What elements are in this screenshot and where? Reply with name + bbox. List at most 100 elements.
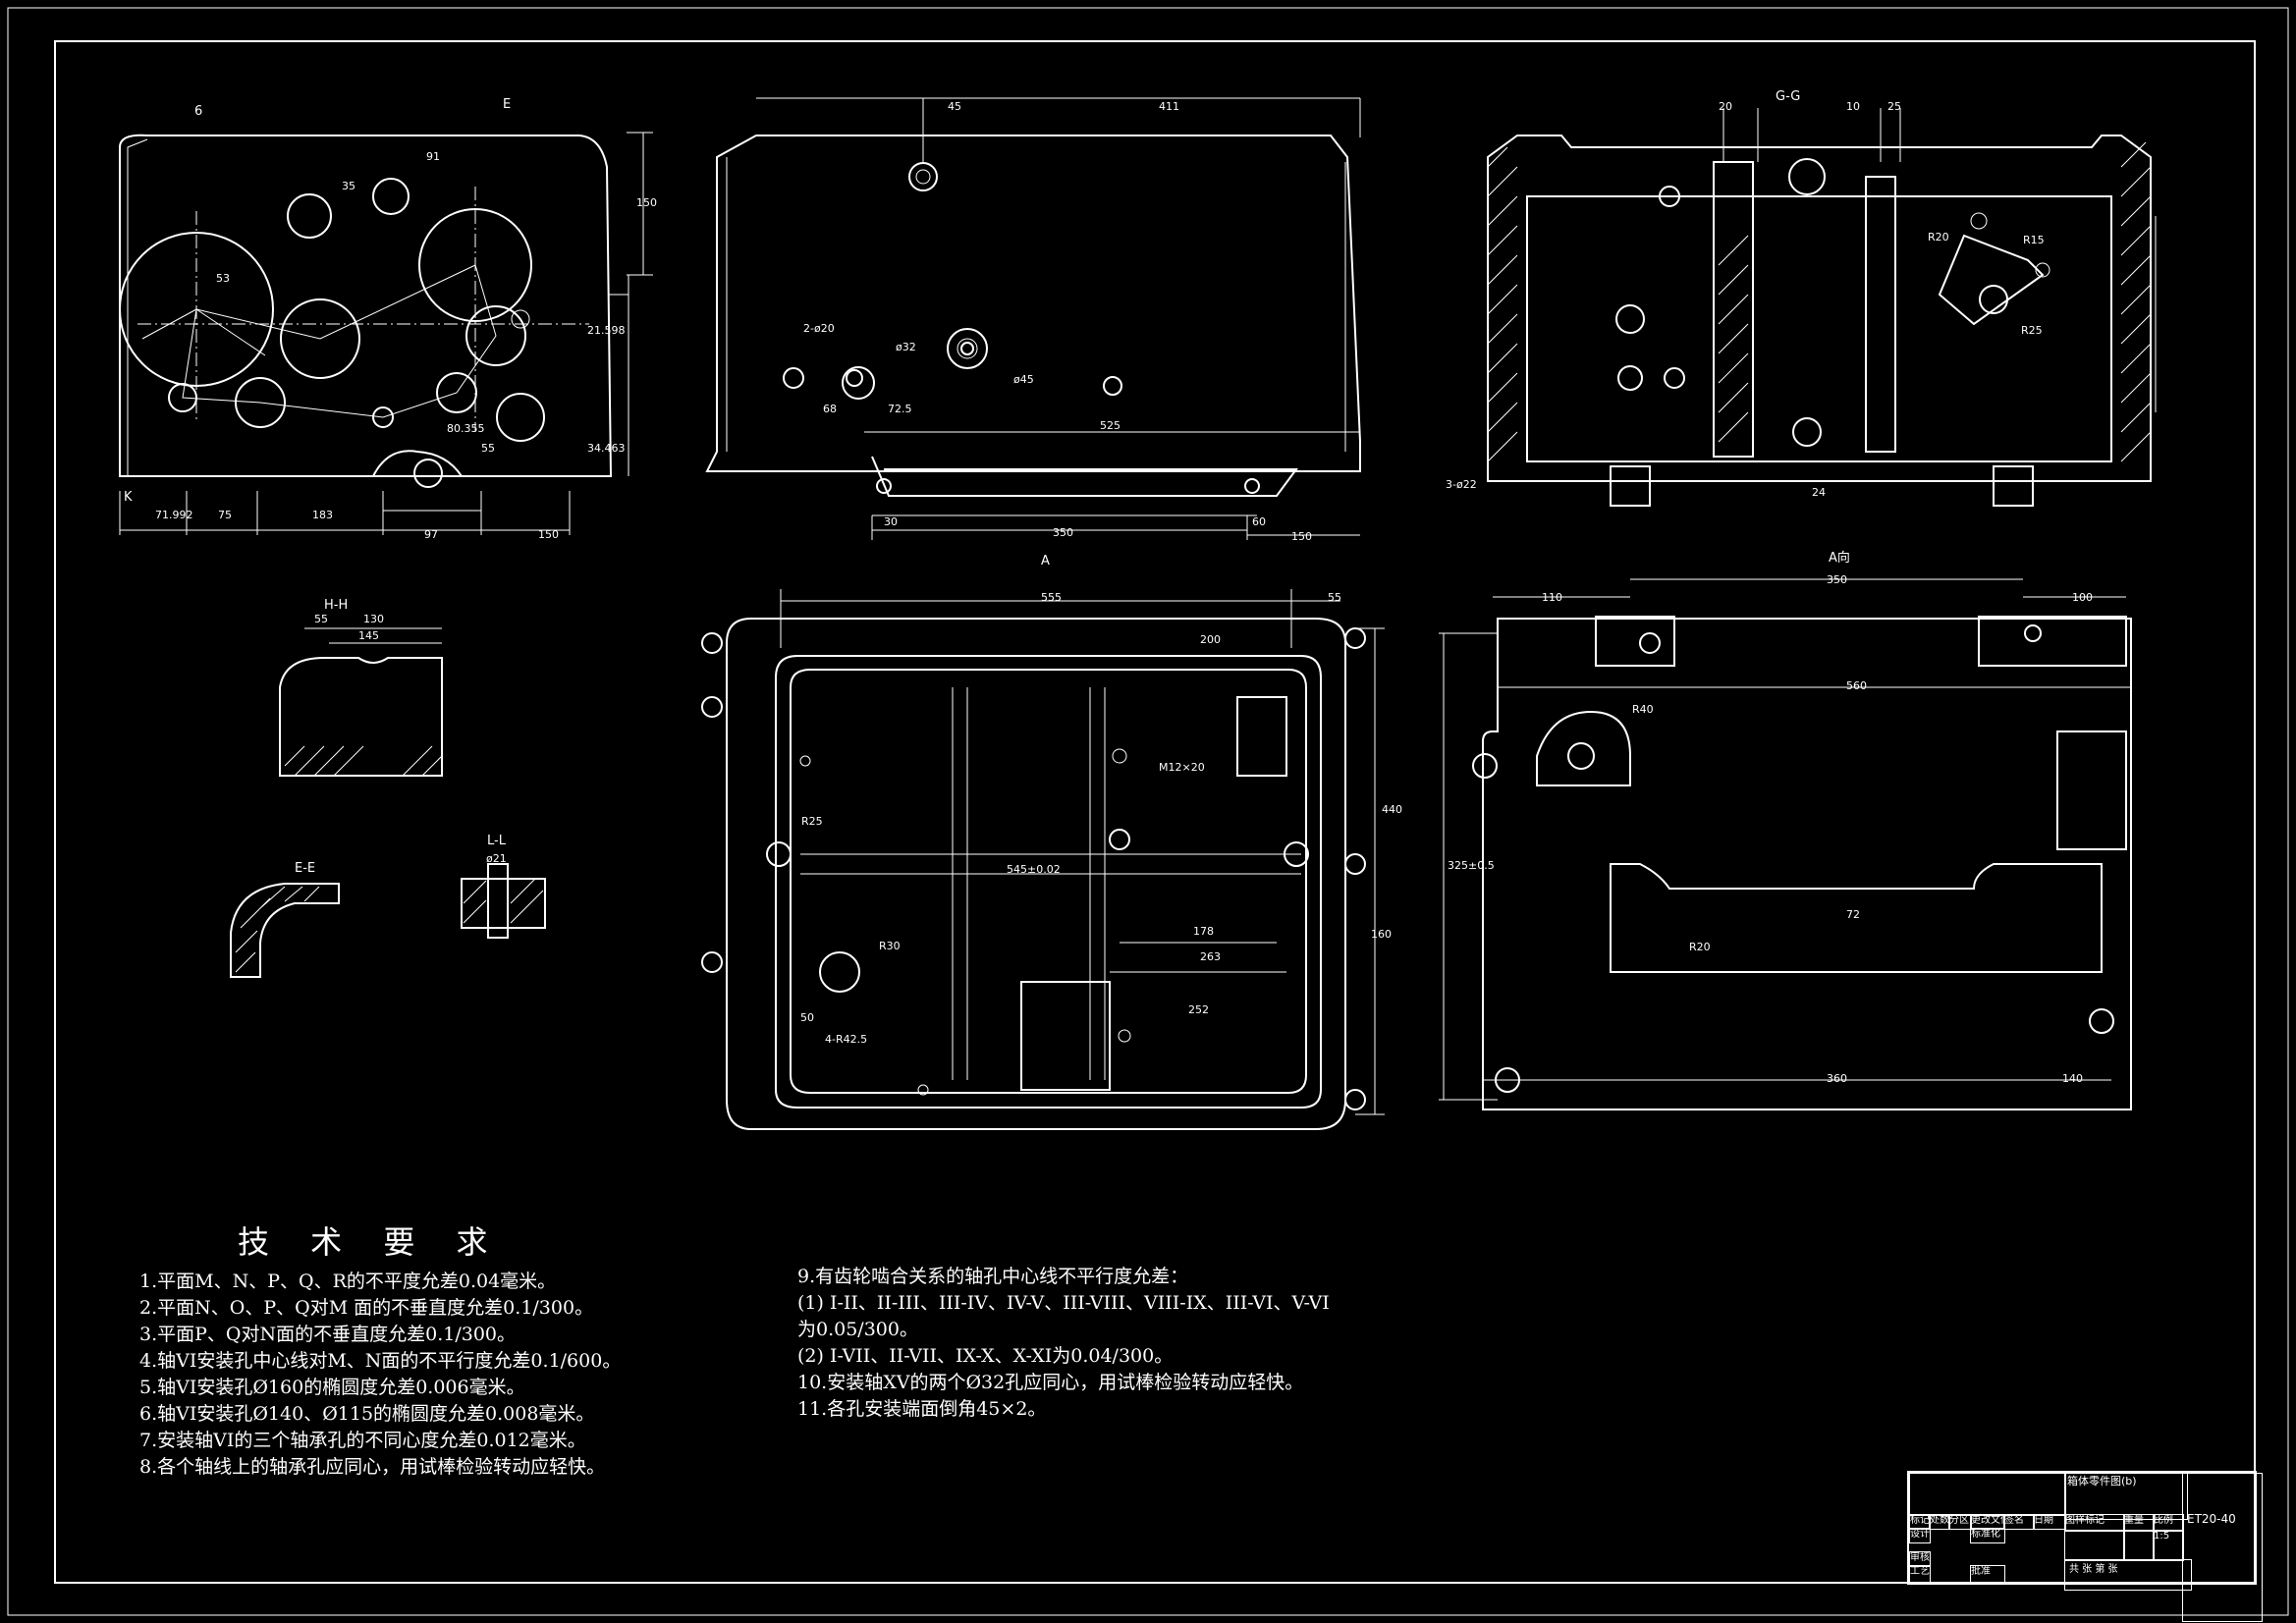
tb-stage-mark: 图样标记 [2064,1514,2125,1532]
dim-label: 25 [1887,100,1901,113]
dim-label: 252 [1188,1003,1209,1016]
dim-label: 45 [948,100,961,113]
dim-label: 150 [636,196,657,209]
dim-label: 545±0.02 [1007,863,1061,876]
section-e-e: E-E [230,861,340,978]
view-title-h-h: H-H [324,598,348,613]
view-front-shafts: 71.992 75 183 97 150 91 150 80.355 55 53… [119,97,657,541]
section-mark: K [124,490,133,505]
dim-label: 53 [216,272,230,285]
drawing-number: ET20-40 [2182,1473,2263,1622]
dim-label: R15 [2023,234,2045,246]
dim-label: 3-ø22 [1446,478,1477,491]
dim-label: 130 [363,613,384,625]
tb-standard: 标准化 [1970,1528,2005,1543]
dim-label: 183 [312,509,333,521]
dim-label: 55 [1328,591,1341,604]
tech-req-line: 2.平面N、O、P、Q对M 面的不垂直度允差0.1/300。 [139,1297,594,1319]
tb-process: 工艺 [1909,1565,1931,1583]
dim-label: R40 [1632,703,1654,716]
section-mark: 6 [194,104,202,119]
dim-label: 110 [1542,591,1562,604]
tech-req-line: 8.各个轴线上的轴承孔应同心，用试棒检验转动应轻快。 [139,1456,606,1478]
sheet-border [7,7,2289,1616]
tech-req-line: 5.轴VI安装孔Ø160的椭圆度允差0.006毫米。 [139,1377,525,1398]
tech-req-line: (1) I-II、II-III、III-IV、IV-V、III-VIII、VII… [797,1292,1330,1314]
view-top-plan: 555 55 200 440 M12×20 545±0.02 178 263 2… [701,589,1402,1130]
tb-date: 日期 [2033,1514,2066,1530]
dim-label: 30 [884,515,898,528]
technical-requirements-continued: 9.有齿轮啮合关系的轴孔中心线不平行度允差： (1) I-II、II-III、I… [797,1264,1330,1423]
tech-req-line: 11.各孔安装端面倒角45×2。 [797,1398,1047,1420]
dim-label: 525 [1100,419,1121,432]
dim-label: M12×20 [1159,761,1205,774]
dim-label: 21.598 [587,324,626,337]
dim-label: 325±0.5 [1448,859,1495,872]
dim-label: 2-ø20 [803,322,835,335]
view-arrow-a: A [1041,554,1050,568]
dim-label: 68 [823,403,837,415]
dim-label: 4-R42.5 [825,1033,867,1046]
view-title-a: A向 [1829,550,1850,566]
tech-req-line: 4.轴VI安装孔中心线对M、N面的不平行度允差0.1/600。 [139,1350,622,1372]
dim-label: 360 [1827,1072,1847,1085]
technical-requirements: 技 术 要 求 1.平面M、N、P、Q、R的不平度允差0.04毫米。 2.平面N… [139,1217,621,1481]
dim-label: 10 [1846,100,1860,113]
dim-label: R20 [1689,941,1711,953]
tb-signature: 签名 [2003,1514,2035,1530]
title-block-grid [1909,1473,2066,1516]
tech-req-line: 7.安装轴VI的三个轴承孔的不同心度允差0.012毫米。 [139,1430,586,1451]
tb-change-no: 更改文件号 [1970,1514,2005,1530]
tech-req-line: 1.平面M、N、P、Q、R的不平度允差0.04毫米。 [139,1271,557,1292]
dim-label: 178 [1193,925,1214,938]
tb-sheet: 共 张 第 张 [2064,1559,2192,1591]
dim-label: R25 [2021,324,2043,337]
dim-label: 91 [426,150,440,163]
dim-label: 160 [1371,928,1392,941]
view-side: 45 411 525 350 150 60 30 68 72.5 ø45 ø32… [705,97,1361,568]
dim-label: 72 [1846,908,1860,921]
tech-req-line: 3.平面P、Q对N面的不垂直度允差0.1/300。 [139,1324,516,1345]
section-h-h: H-H 55 130 145 [279,598,443,777]
view-g-g-section: G-G 20 10 25 R20 R15 R25 3-ø22 24 [1446,89,2157,507]
tb-mark: 标记 [1909,1514,1931,1530]
tb-checker: 审核 [1909,1551,1931,1567]
dim-label: 55 [481,442,495,455]
dim-label: 350 [1827,573,1847,586]
dim-label: 72.5 [888,403,912,415]
tech-req-line: 6.轴VI安装孔Ø140、Ø115的椭圆度允差0.008毫米。 [139,1403,595,1425]
dim-label: R25 [801,815,823,828]
dim-label: ø21 [486,852,507,865]
tech-req-line: 10.安装轴XV的两个Ø32孔应同心，用试棒检验转动应轻快。 [797,1372,1304,1393]
dim-label: 55 [314,613,328,625]
dim-label: 60 [1252,515,1266,528]
dim-label: 24 [1812,486,1826,499]
dim-label: 35 [342,180,355,192]
tb-weight-value [2123,1530,2155,1561]
tb-approve: 批准 [1970,1565,2005,1583]
dim-label: 50 [800,1011,814,1024]
view-title-l-l: L-L [487,834,507,848]
tb-weight: 重量 [2123,1514,2155,1532]
tb-stage-value [2064,1530,2125,1561]
tb-scale-value: 1:5 [2153,1530,2184,1561]
section-mark: E [503,97,511,112]
drawing-frame [54,40,2256,1584]
dim-label: 71.992 [155,509,193,521]
dim-label: ø32 [896,341,916,353]
part-name: 箱体零件图(b) [2064,1473,2188,1520]
section-l-l: L-L ø21 [461,834,546,939]
dim-label: 145 [358,629,379,642]
tech-req-title: 技 术 要 求 [238,1223,504,1261]
dim-label: 200 [1200,633,1221,646]
tech-req-line: 9.有齿轮啮合关系的轴孔中心线不平行度允差： [797,1266,1189,1287]
dim-label: 440 [1382,803,1402,816]
dim-label: 80.355 [447,422,485,435]
view-title-g-g: G-G [1776,89,1800,104]
tech-req-line: 为0.05/300。 [797,1319,918,1340]
tb-designer: 设计 [1909,1528,1931,1543]
dim-label: 75 [218,509,232,521]
view-title-e-e: E-E [295,861,315,876]
dim-label: 100 [2072,591,2093,604]
dim-label: 140 [2062,1072,2083,1085]
